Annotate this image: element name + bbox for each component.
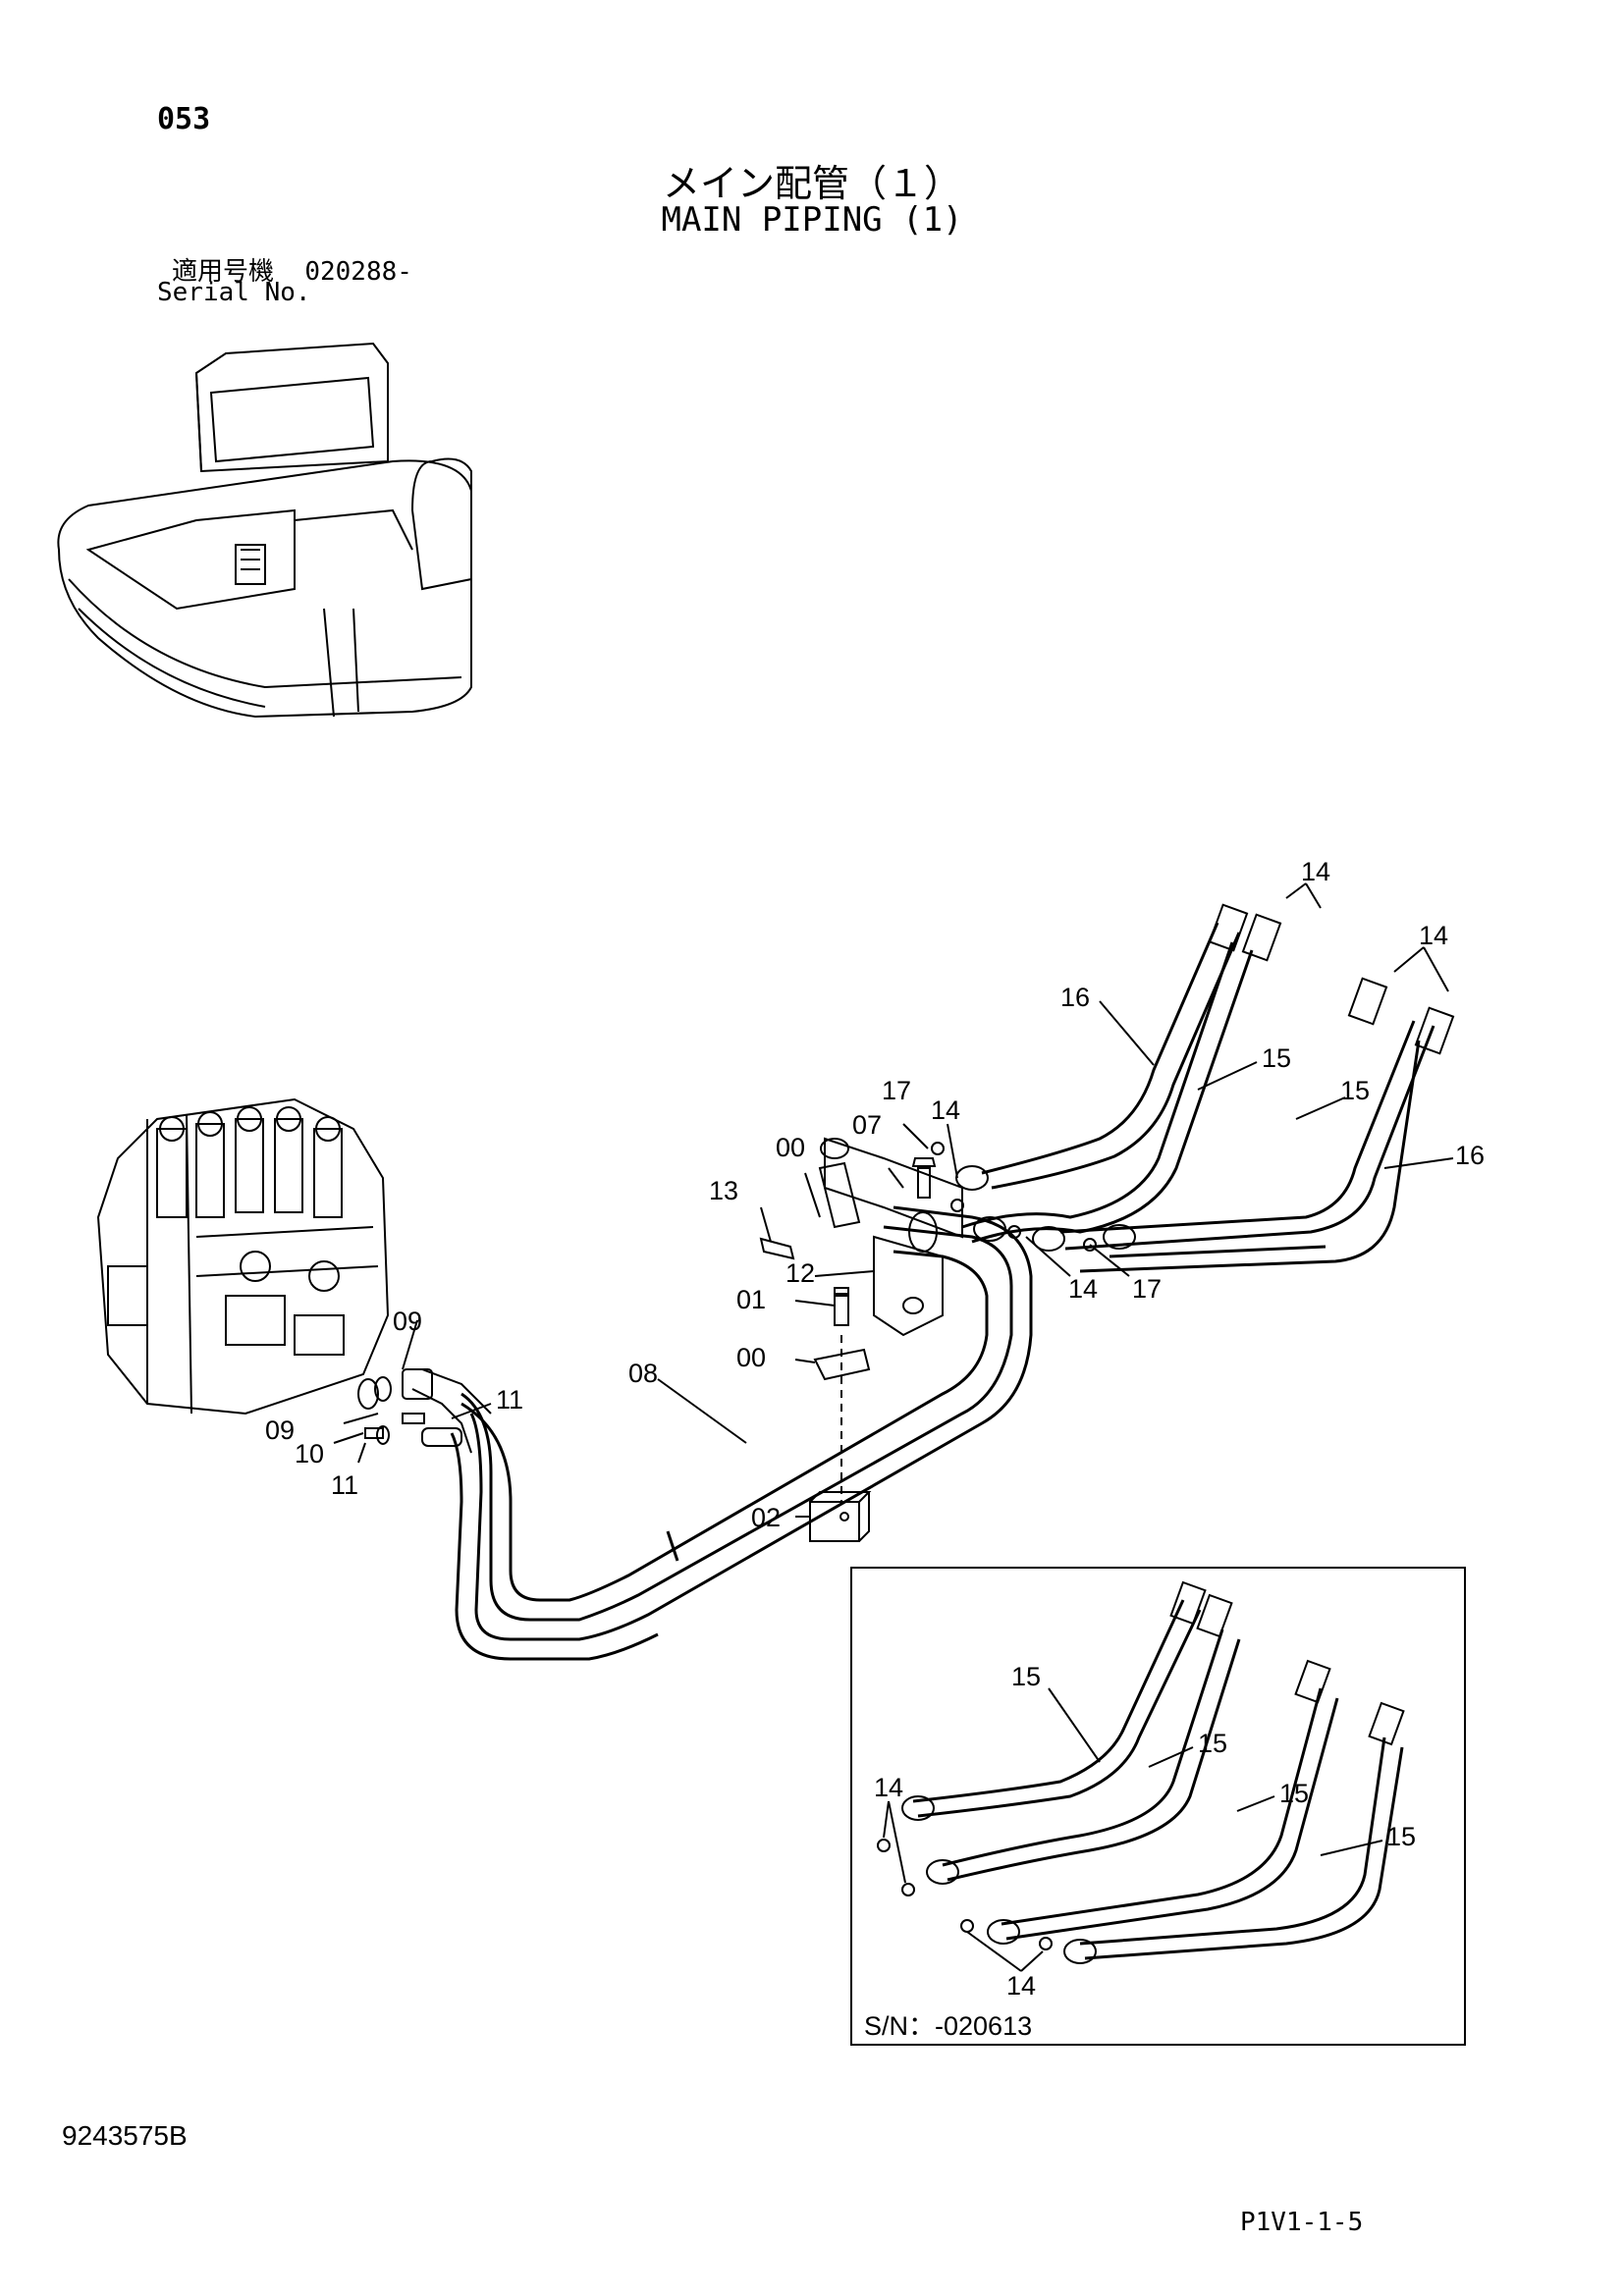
callout-15: 15 [1262,1043,1291,1073]
inset-callout-15: 15 [1279,1779,1309,1808]
inset-callout-15: 15 [1198,1729,1227,1758]
upper-hose-end-fittings [955,903,1455,1252]
serial-label-english: Serial No. [157,278,311,307]
callout-14: 14 [1068,1274,1098,1304]
callout-11: 11 [496,1385,523,1415]
page-title-english: MAIN PIPING (1) [661,200,963,240]
control-valve-assembly [96,1097,390,1415]
inset-hoses [912,1599,1404,1960]
inset-panel: 15 15 15 15 14 14 S/N：-020613 [850,1567,1466,2046]
inset-hose-end-fittings [877,1580,1405,1964]
callout-08: 08 [628,1359,658,1388]
inset-leader-lines [883,1687,1383,1972]
callout-leader-lines [333,882,1454,1518]
page-title-japanese: メイン配管（１） [662,162,961,205]
valve-flange-fittings [357,1368,492,1454]
callout-15: 15 [1340,1076,1370,1105]
inset-callout-14: 14 [1006,1971,1036,2001]
inset-callout-15: 15 [1011,1662,1041,1691]
callout-17: 17 [882,1076,911,1105]
callout-07: 07 [852,1110,882,1140]
callout-09: 09 [265,1415,295,1445]
inset-callout-15: 15 [1386,1822,1416,1851]
callout-11: 11 [331,1470,358,1500]
callout-14: 14 [1301,857,1330,886]
serial-label-japanese: 適用号機 [172,257,275,287]
callout-16: 16 [1455,1141,1485,1170]
callout-14: 14 [1419,921,1448,950]
callout-12: 12 [785,1258,815,1288]
serial-value: 020288- [304,257,412,287]
callout-01: 01 [736,1285,766,1314]
page-code: P1V1-1-5 [1240,2208,1364,2237]
page-number: 053 [157,102,211,136]
main-steel-pipes [450,1205,1033,1661]
callout-10: 10 [295,1439,324,1468]
inset-serial-note: S/N：-020613 [864,2011,1032,2041]
callout-14: 14 [931,1095,960,1125]
excavator-overview-illustration [57,342,472,719]
pipe-bracket-assembly [759,1137,963,1542]
document-number: 9243575B [62,2120,188,2151]
callout-16: 16 [1060,983,1090,1012]
callout-13: 13 [709,1176,738,1205]
callout-00: 00 [776,1133,805,1162]
callout-00: 00 [736,1343,766,1372]
callout-02: 02 [751,1503,781,1532]
inset-callout-14: 14 [874,1773,903,1802]
callout-09: 09 [393,1307,422,1336]
serial-number-line: 適用号機 020288- [172,251,412,288]
callout-labels: 14 14 16 15 15 16 17 14 07 00 13 14 17 1… [265,857,1485,1532]
callout-17: 17 [1132,1274,1162,1304]
upper-hoses [961,922,1435,1273]
